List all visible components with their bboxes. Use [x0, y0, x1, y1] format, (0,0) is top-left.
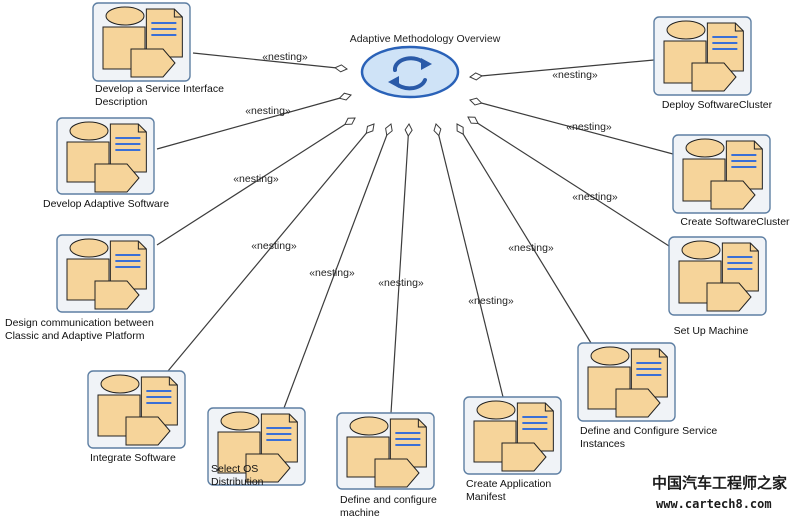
aggregation-diamond-adaptive-software [338, 92, 352, 101]
cycle-arrows-icon [388, 56, 432, 91]
nesting-label-service-instances: «nesting» [508, 242, 554, 254]
work-product-document-icon [706, 22, 744, 72]
node-label-service-interface: Develop a Service Interface [95, 83, 224, 95]
work-product-document-icon [109, 123, 147, 173]
process-ellipse[interactable] [360, 45, 460, 99]
nesting-connector-configure-machine [390, 123, 410, 414]
aggregation-diamond-set-up-machine [467, 116, 479, 125]
nesting-connector-deploy-softwarecluster [469, 59, 655, 78]
work-product-document-icon [145, 8, 183, 58]
nesting-label-configure-machine: «nesting» [378, 277, 424, 289]
aggregation-diamond-service-interface [334, 64, 348, 73]
watermark-line2: www.cartech8.com [656, 497, 772, 511]
process-role-icon [346, 416, 420, 488]
node-label-configure-machine: Define and configure [340, 494, 437, 506]
nesting-label-create-softwarecluster: «nesting» [566, 121, 612, 133]
nesting-label-adaptive-software: «nesting» [245, 105, 291, 117]
node-label-classic-adaptive: Design communication between [5, 317, 154, 329]
aggregation-diamond-os-distribution [385, 123, 393, 137]
process-role-icon [97, 374, 171, 446]
process-node-service-interface[interactable] [92, 2, 191, 82]
aggregation-diamond-application-manifest [433, 123, 442, 137]
nesting-connector-create-softwarecluster [469, 99, 674, 155]
node-label-integrate-software: Integrate Software [90, 452, 176, 464]
nesting-connector-service-interface [192, 52, 348, 70]
watermark-line1: 中国汽车工程师之家 [652, 474, 787, 492]
work-product-document-icon [109, 240, 147, 290]
process-role-icon [217, 411, 291, 483]
node-label-application-manifest: Create Application [466, 478, 551, 490]
nesting-connector-integrate-software [167, 123, 375, 372]
node-label-application-manifest: Manifest [466, 491, 506, 503]
node-label-os-distribution: Distribution [211, 476, 264, 488]
aggregation-diamond-service-instances [456, 123, 464, 136]
central-process: Adaptive Methodology Overview [350, 33, 501, 99]
nesting-label-layer: «nesting» «nesting» «nesting» «nesting» «nes… [233, 51, 618, 307]
process-node-deploy-softwarecluster[interactable] [653, 16, 752, 96]
diagram-title: Adaptive Methodology Overview [350, 33, 501, 45]
process-role-icon [663, 20, 737, 92]
nesting-label-service-interface: «nesting» [262, 51, 308, 63]
node-label-service-interface: Description [95, 96, 148, 108]
nesting-connector-os-distribution [283, 123, 392, 409]
nesting-label-classic-adaptive: «nesting» [233, 173, 279, 185]
process-node-application-manifest[interactable] [463, 396, 562, 475]
work-product-document-icon [630, 348, 668, 398]
process-node-os-distribution[interactable] [207, 407, 306, 486]
process-node-configure-machine[interactable] [336, 412, 435, 490]
nesting-connector-service-instances [456, 123, 592, 344]
nesting-connector-set-up-machine [467, 116, 670, 247]
node-label-configure-machine: machine [340, 507, 380, 519]
aggregation-diamond-configure-machine [404, 123, 413, 137]
process-role-icon [66, 121, 140, 193]
process-role-icon [678, 240, 752, 312]
nesting-label-set-up-machine: «nesting» [572, 191, 618, 203]
aggregation-diamond-classic-adaptive [344, 117, 356, 126]
process-node-adaptive-software[interactable] [56, 117, 155, 195]
node-label-service-instances: Define and Configure Service [580, 425, 717, 437]
process-role-icon [587, 346, 661, 418]
nesting-connector-classic-adaptive [156, 117, 356, 246]
node-label-create-softwarecluster: Create SoftwareCluster [680, 216, 790, 228]
node-label-os-distribution: Select OS [211, 463, 258, 475]
process-role-icon [66, 238, 140, 310]
node-label-deploy-softwarecluster: Deploy SoftwareCluster [662, 99, 773, 111]
process-node-integrate-software[interactable] [87, 370, 186, 449]
nesting-label-deploy-softwarecluster: «nesting» [552, 69, 598, 81]
aggregation-diamond-deploy-softwarecluster [469, 72, 483, 81]
work-product-document-icon [140, 376, 178, 426]
process-role-icon [473, 400, 547, 472]
process-node-set-up-machine[interactable] [668, 236, 767, 316]
process-role-icon [102, 6, 176, 78]
node-label-classic-adaptive: Classic and Adaptive Platform [5, 330, 145, 342]
watermark: 中国汽车工程师之家 www.cartech8.com [652, 474, 787, 511]
nesting-label-os-distribution: «nesting» [309, 267, 355, 279]
node-label-set-up-machine: Set Up Machine [674, 325, 749, 337]
process-node-service-instances[interactable] [577, 342, 676, 422]
process-node-create-softwarecluster[interactable] [672, 134, 771, 214]
nesting-label-application-manifest: «nesting» [468, 295, 514, 307]
node-label-service-instances: Instances [580, 438, 625, 450]
process-node-classic-adaptive[interactable] [56, 234, 155, 313]
node-label-adaptive-software: Develop Adaptive Software [43, 198, 169, 210]
aggregation-diamond-integrate-software [365, 123, 375, 134]
process-role-icon [682, 138, 756, 210]
work-product-document-icon [260, 413, 298, 463]
nesting-label-integrate-software: «nesting» [251, 240, 297, 252]
node-layer: Develop a Service InterfaceDescriptionDe… [5, 2, 790, 519]
nesting-connector-adaptive-software [156, 94, 352, 150]
connector-layer [156, 52, 674, 414]
nesting-connector-application-manifest [435, 123, 504, 398]
aggregation-diamond-create-softwarecluster [469, 97, 483, 106]
